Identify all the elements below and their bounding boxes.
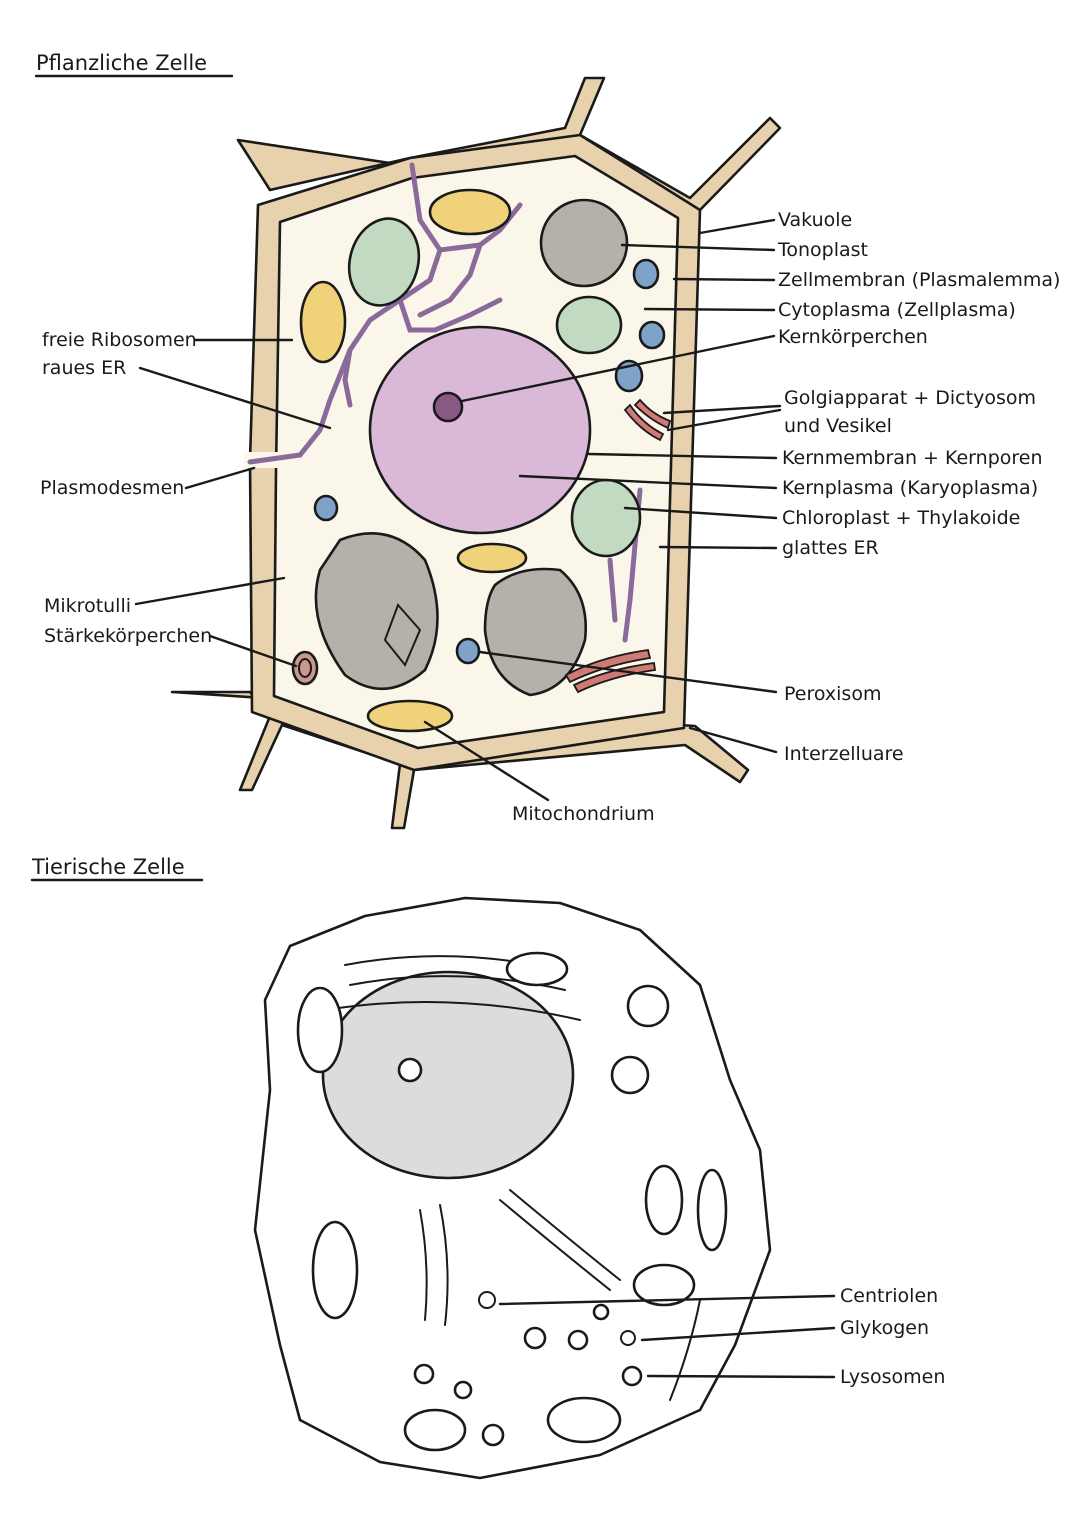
mitochondrion-4 — [366, 699, 454, 733]
animal-cell — [253, 896, 772, 1480]
label-kernmembran: Kernmembran + Kernporen — [782, 447, 1043, 469]
label-cytoplasma: Cytoplasma (Zellplasma) — [778, 299, 1016, 321]
label-raues-er: raues ER — [42, 357, 126, 379]
animal-cell-membrane — [253, 896, 772, 1480]
label-zellmembran: Zellmembran (Plasmalemma) — [778, 269, 1060, 291]
chloroplast-1 — [347, 217, 421, 307]
animal-leader-lines — [498, 1294, 836, 1379]
vacuole-top — [539, 198, 629, 288]
animal-mitochondria — [296, 951, 728, 1452]
label-kernkoerperchen: Kernkörperchen — [778, 326, 928, 348]
mitochondrion-2 — [299, 280, 347, 364]
plant-leader-lines — [134, 218, 782, 802]
animal-nucleus — [321, 970, 575, 1180]
nucleus — [368, 325, 592, 535]
label-glykogen: Glykogen — [840, 1317, 929, 1339]
golgi-apparatus — [564, 398, 672, 694]
animal-vesicles — [413, 984, 670, 1447]
chloroplast-3 — [570, 478, 642, 558]
crystal-icon — [383, 603, 422, 667]
label-vakuole: Vakuole — [778, 209, 852, 231]
nucleolus — [432, 391, 464, 423]
glycogen-mark — [620, 1330, 636, 1346]
label-interzellulare: Interzelluare — [784, 743, 904, 765]
label-centriolen: Centriolen — [840, 1285, 938, 1307]
label-freie-ribosomen: freie Ribosomen — [42, 329, 197, 351]
mitochondrion-3 — [456, 542, 528, 574]
plant-cell-title: Pflanzliche Zelle — [36, 51, 207, 75]
label-chloroplast: Chloroplast + Thylakoide — [782, 507, 1020, 529]
vacuole-large — [314, 532, 439, 691]
label-peroxisom: Peroxisom — [784, 683, 881, 705]
animal-cell-title: Tierische Zelle — [31, 855, 185, 879]
label-glattes-er: glattes ER — [782, 537, 879, 559]
animal-labels: Centriolen Glykogen Lysosomen — [840, 1285, 945, 1388]
label-staerkekoerperchen: Stärkekörperchen — [44, 625, 212, 647]
label-golgiapparat: Golgiapparat + Dictyosom — [784, 387, 1036, 409]
label-kernplasma: Kernplasma (Karyoplasma) — [782, 477, 1038, 499]
plant-cell — [170, 76, 782, 830]
animal-nucleolus — [397, 1057, 423, 1083]
label-lysosomen: Lysosomen — [840, 1366, 945, 1388]
label-mitochondrium: Mitochondrium — [512, 803, 655, 825]
centriole-mark — [478, 1291, 496, 1309]
label-mikrotubuli: Mikrotulli — [44, 595, 131, 617]
label-plasmodesmen: Plasmodesmen — [40, 477, 184, 499]
label-tonoplast: Tonoplast — [777, 239, 868, 261]
mitochondrion-1 — [428, 188, 512, 236]
label-vesikel: und Vesikel — [784, 415, 892, 437]
chloroplast-2 — [555, 295, 623, 355]
plant-labels: freie Ribosomen raues ER Plasmodesmen Mi… — [40, 209, 1060, 825]
starch-grain — [291, 650, 319, 686]
